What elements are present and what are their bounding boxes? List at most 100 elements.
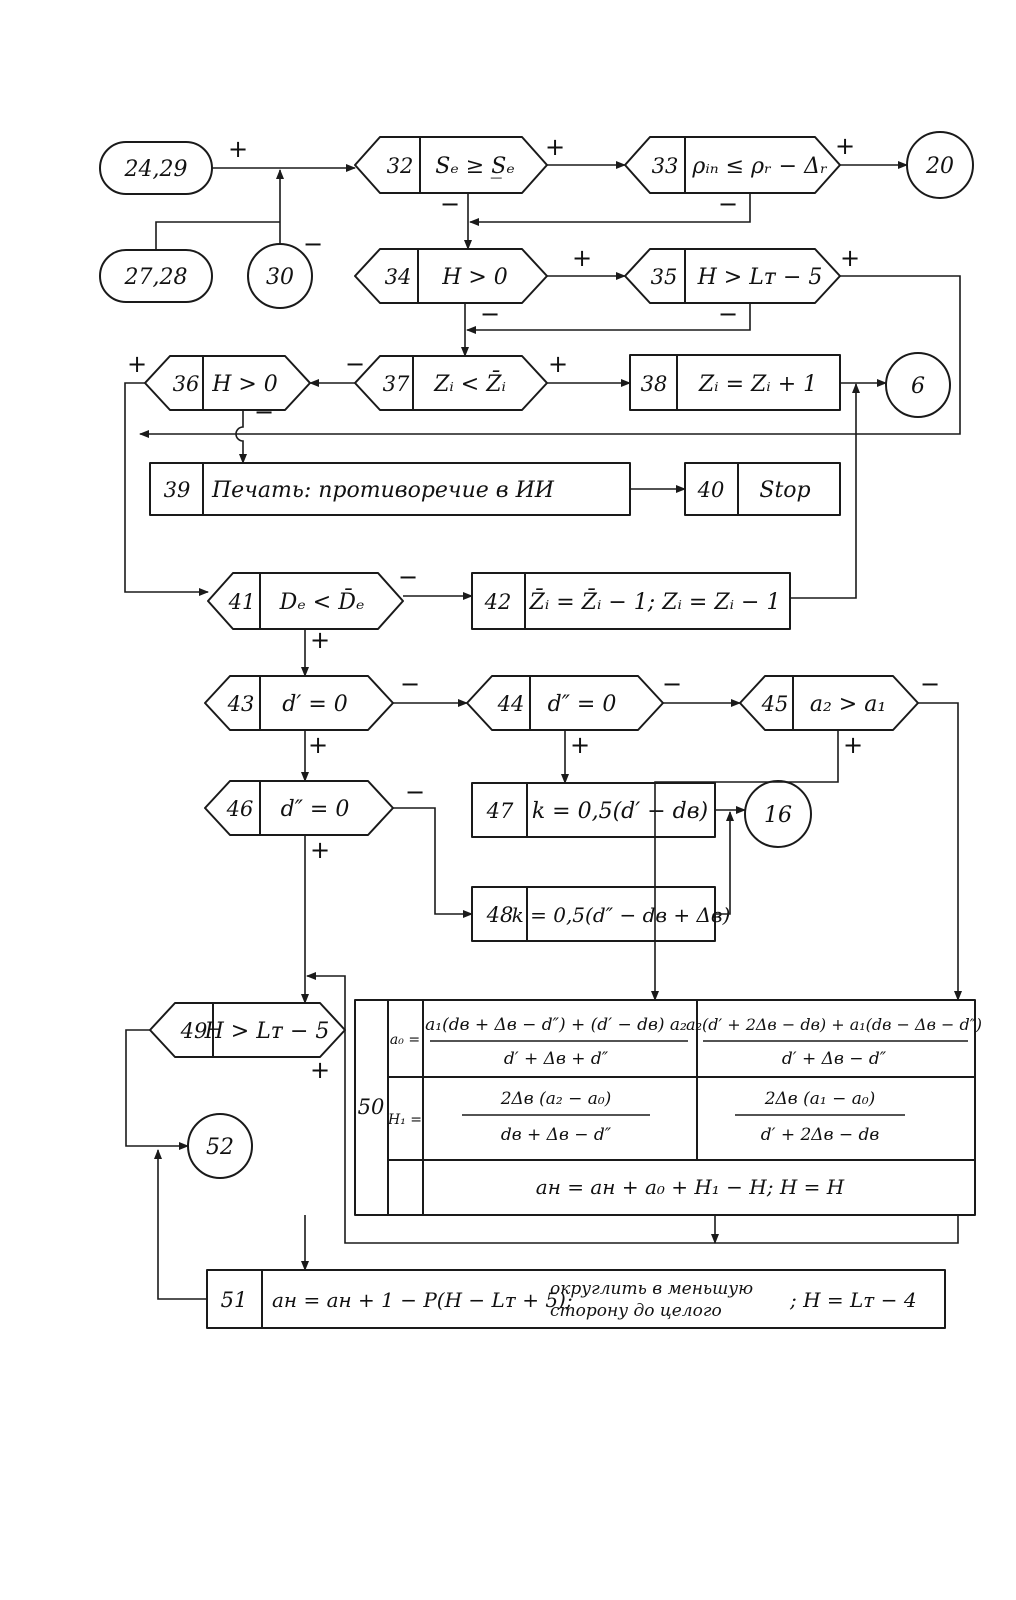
svg-text:d′ + Δв − d″: d′ + Δв − d″ (782, 1049, 887, 1069)
svg-text:−: − (920, 670, 940, 698)
connector-52: 52 (187, 1113, 253, 1179)
svg-text:d′ = 0: d′ = 0 (282, 692, 348, 717)
connector-6: 6 (885, 352, 951, 418)
svg-text:+: + (310, 1056, 330, 1084)
svg-text:a₀ =: a₀ = (390, 1032, 420, 1048)
process-40: 40 Stop (684, 462, 841, 516)
process-47: 47 k = 0,5(d′ − dв) (471, 782, 716, 838)
svg-text:41: 41 (228, 590, 256, 614)
decision-32: 32 Sₑ ≥ S̲ₑ (354, 136, 548, 194)
decision-37: 37 Zᵢ < Z̄ᵢ (354, 355, 548, 411)
connector-27-28: 27,28 (99, 249, 213, 303)
svg-text:Zᵢ = Zᵢ + 1: Zᵢ = Zᵢ + 1 (698, 372, 817, 397)
svg-text:d″ = 0: d″ = 0 (548, 692, 617, 717)
svg-text:+: + (570, 731, 590, 759)
svg-text:+: + (310, 836, 330, 864)
svg-text:40: 40 (697, 478, 725, 502)
process-42: 42 Z̄ᵢ = Z̄ᵢ − 1; Zᵢ = Zᵢ − 1 (471, 572, 791, 630)
decision-46: 46 d″ = 0 (204, 780, 394, 836)
svg-text:39: 39 (164, 478, 191, 502)
decision-41: 41 Dₑ < D̄ₑ (207, 572, 404, 630)
svg-text:45: 45 (761, 692, 789, 716)
svg-text:46: 46 (226, 797, 254, 821)
decision-33: 33 ρᵢₙ ≤ ρᵣ − Δᵣ (624, 136, 841, 194)
decision-45: 45 a₂ > a₁ (739, 675, 919, 731)
svg-text:a₁(dв + Δв − d″) + (d′ − dв) a: a₁(dв + Δв − d″) + (d′ − dв) a₂ (425, 1015, 687, 1035)
svg-text:; H = Lᴛ − 4: ; H = Lᴛ − 4 (789, 1288, 917, 1312)
connector-16: 16 (744, 780, 812, 848)
svg-text:−: − (254, 398, 274, 426)
svg-text:+: + (548, 350, 568, 378)
svg-text:38: 38 (641, 372, 668, 396)
process-48: 48 k = 0,5(d″ − dв + Δв) (471, 886, 731, 942)
svg-text:+: + (835, 132, 855, 160)
svg-text:43: 43 (227, 692, 255, 716)
svg-text:aн = aн + 1 − P(H − Lᴛ + 5);: aн = aн + 1 − P(H − Lᴛ + 5); (272, 1288, 573, 1312)
svg-text:Stop: Stop (759, 478, 810, 503)
process-38: 38 Zᵢ = Zᵢ + 1 (629, 354, 841, 411)
svg-text:−: − (405, 778, 425, 806)
svg-text:Z̄ᵢ = Z̄ᵢ − 1; Zᵢ = Zᵢ − 1: Z̄ᵢ = Z̄ᵢ − 1; Zᵢ = Zᵢ − 1 (529, 588, 781, 615)
svg-text:27,28: 27,28 (124, 265, 188, 290)
svg-text:+: + (545, 133, 565, 161)
svg-text:H > Lᴛ − 5: H > Lᴛ − 5 (697, 265, 823, 290)
svg-text:37: 37 (383, 372, 410, 396)
svg-text:aн = aн + a₀ + H₁ − H; H =: aн = aн + a₀ + H₁ − H; H = H (536, 1175, 845, 1199)
svg-text:k = 0,5(d″ − dв + Δв): k = 0,5(d″ − dв + Δв) (512, 903, 731, 927)
svg-text:H₁ =: H₁ = (387, 1112, 422, 1128)
svg-text:−: − (718, 300, 738, 328)
svg-text:+: + (228, 135, 248, 163)
svg-text:dв + Δв − d″: dв + Δв − d″ (501, 1125, 612, 1145)
svg-text:+: + (843, 731, 863, 759)
svg-text:сторону до целого: сторону до целого (550, 1301, 722, 1321)
svg-text:+: + (572, 244, 592, 272)
svg-text:−: − (440, 190, 460, 218)
svg-text:a₂(d′ + 2Δв − dв) + a₁(dв − Δв: a₂(d′ + 2Δв − dв) + a₁(dв − Δв − d″) (686, 1015, 982, 1034)
svg-text:36: 36 (173, 372, 200, 396)
svg-text:33: 33 (652, 154, 679, 178)
svg-text:Zᵢ < Z̄ᵢ: Zᵢ < Z̄ᵢ (433, 370, 506, 397)
svg-text:d″ = 0: d″ = 0 (281, 797, 350, 822)
decision-43: 43 d′ = 0 (204, 675, 394, 731)
svg-text:30: 30 (266, 265, 294, 290)
svg-text:d′ + 2Δв − dв: d′ + 2Δв − dв (761, 1125, 880, 1145)
svg-text:35: 35 (651, 265, 678, 289)
decision-35: 35 H > Lᴛ − 5 (624, 248, 841, 304)
svg-text:34: 34 (385, 265, 412, 289)
svg-text:−: − (400, 670, 420, 698)
svg-text:20: 20 (925, 154, 954, 179)
svg-text:Печать: противоречие в ИИ: Печать: противоречие в ИИ (211, 478, 555, 503)
svg-text:округлить в меньшую: округлить в меньшую (550, 1279, 753, 1299)
process-50: 50 a₀ = H₁ = a₁(dв + Δв − d″) + (d′ − dв… (354, 999, 982, 1216)
svg-text:Dₑ < D̄ₑ: Dₑ < D̄ₑ (279, 588, 365, 615)
svg-text:−: − (718, 190, 738, 218)
svg-text:Sₑ ≥ S̲ₑ: Sₑ ≥ S̲ₑ (435, 154, 515, 179)
flow-lines (124, 161, 962, 1300)
svg-text:50: 50 (358, 1095, 385, 1119)
svg-text:47: 47 (486, 799, 514, 823)
svg-text:H > 0: H > 0 (211, 372, 278, 397)
svg-text:H > Lᴛ − 5: H > Lᴛ − 5 (204, 1019, 330, 1044)
connector-24-29: 24,29 (99, 141, 213, 195)
svg-text:49: 49 (180, 1019, 208, 1043)
decision-34: 34 H > 0 (354, 248, 548, 304)
svg-text:+: + (308, 731, 328, 759)
decision-44: 44 d″ = 0 (466, 675, 664, 731)
svg-text:51: 51 (221, 1288, 248, 1312)
svg-text:32: 32 (387, 154, 414, 178)
svg-text:−: − (480, 300, 500, 328)
svg-text:−: − (345, 350, 365, 378)
svg-text:ρᵢₙ ≤ ρᵣ − Δᵣ: ρᵢₙ ≤ ρᵣ − Δᵣ (691, 154, 828, 179)
svg-text:k = 0,5(d′ − dв): k = 0,5(d′ − dв) (532, 799, 708, 824)
svg-text:2Δв (a₂ − a₀): 2Δв (a₂ − a₀) (500, 1089, 612, 1109)
svg-text:2Δв (a₁ − a₀): 2Δв (a₁ − a₀) (764, 1089, 876, 1109)
svg-text:6: 6 (911, 374, 925, 399)
svg-text:42: 42 (484, 590, 512, 614)
connector-20: 20 (906, 131, 974, 199)
svg-text:a₂ > a₁: a₂ > a₁ (810, 692, 886, 717)
svg-text:−: − (662, 670, 682, 698)
branch-signs: + − + − + − + + − − + − + − − + − − − + … (127, 132, 940, 1084)
process-39: 39 Печать: противоречие в ИИ (149, 462, 631, 516)
svg-text:H > 0: H > 0 (441, 265, 508, 290)
